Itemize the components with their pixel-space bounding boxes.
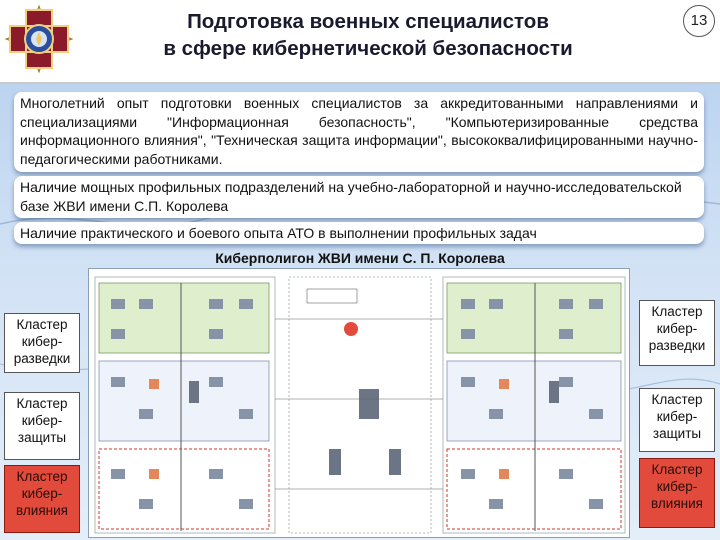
emblem-icon — [4, 4, 74, 74]
network-diagram-graphic — [94, 276, 626, 534]
text-box-combat-experience: Наличие практического и боевого опыта АТ… — [14, 222, 704, 244]
text-box-facilities: Наличие мощных профильных подразделений … — [14, 176, 704, 218]
title-line-1: Подготовка военных специалистов — [187, 10, 549, 33]
cluster-left-cyber-defense: Кластер кибер-защиты — [4, 392, 80, 460]
cluster-right-cyber-influence: Кластер кибер-влияния — [639, 458, 715, 528]
text-box-experience: Многолетний опыт подготовки военных спец… — [14, 92, 704, 172]
page-title: Подготовка военных специалистов в сфере … — [88, 8, 648, 62]
header-divider — [0, 82, 720, 84]
cluster-right-cyber-intelligence: Кластер кибер-разведки — [639, 300, 715, 366]
title-line-2: в сфере кибернетической безопасности — [163, 37, 573, 60]
cluster-right-cyber-defense: Кластер кибер-защиты — [639, 388, 715, 452]
cyber-range-title: Киберполигон ЖВИ имени С. П. Королева — [215, 250, 505, 266]
cluster-left-cyber-influence: Кластер кибер-влияния — [4, 465, 80, 533]
cluster-left-cyber-intelligence: Кластер кибер-разведки — [4, 313, 80, 373]
network-diagram — [88, 268, 630, 538]
page-number: 13 — [683, 5, 715, 37]
